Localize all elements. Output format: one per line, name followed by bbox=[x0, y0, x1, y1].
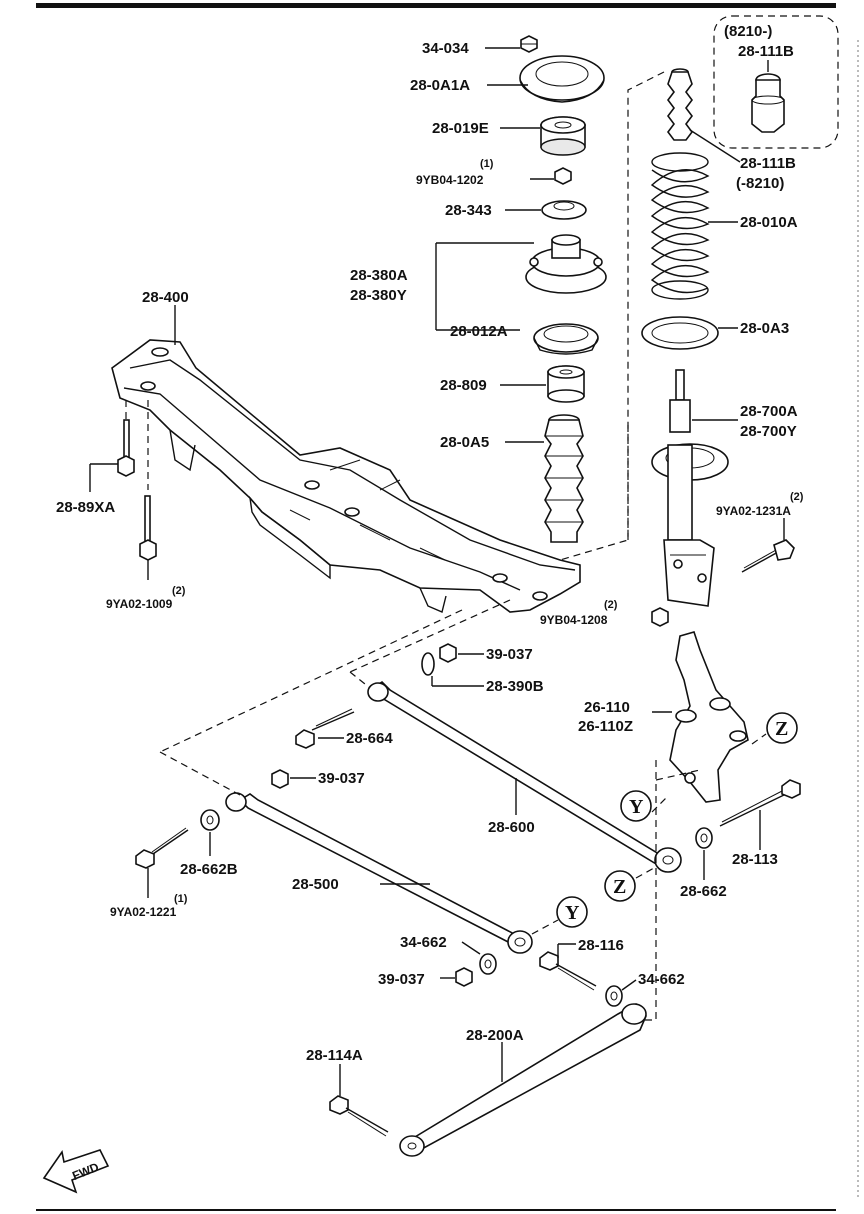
svg-text:Y: Y bbox=[565, 902, 580, 924]
label-28-390B: 28-390B bbox=[486, 678, 544, 695]
label-28-010A: 28-010A bbox=[740, 214, 798, 231]
label-28-343: 28-343 bbox=[445, 202, 492, 219]
label-28-114A: 28-114A bbox=[306, 1047, 363, 1064]
strut-mount-28-380A bbox=[525, 234, 607, 294]
label-34-662-a: 34-662 bbox=[400, 934, 447, 951]
label-28-809: 28-809 bbox=[440, 377, 487, 394]
fwd-arrow-icon: FWD bbox=[42, 1149, 110, 1194]
knuckle-26-110 bbox=[669, 631, 749, 803]
label-28-111B-range: (-8210) bbox=[736, 175, 784, 192]
nut-39-037-b bbox=[271, 769, 289, 789]
shock-absorber-28-700A bbox=[651, 369, 729, 607]
trailing-link-28-200A bbox=[399, 1002, 647, 1157]
dust-boot-28-0A5 bbox=[544, 414, 584, 543]
nut-9YB04-1208 bbox=[651, 607, 669, 627]
label-28-662B: 28-662B bbox=[180, 861, 238, 878]
washer-28-343 bbox=[541, 200, 587, 220]
bolt-28-664 bbox=[295, 708, 355, 749]
seat-28-012A bbox=[533, 323, 599, 355]
label-28-0A3: 28-0A3 bbox=[740, 320, 789, 337]
qty-9YA02-1231A: (2) bbox=[790, 491, 804, 503]
label-34-662-b: 34-662 bbox=[638, 971, 685, 988]
label-28-400: 28-400 bbox=[142, 289, 189, 306]
box-range-label: (8210-) bbox=[724, 23, 772, 40]
bump-stop-28-809 bbox=[547, 365, 585, 403]
label-28-380Y: 28-380Y bbox=[350, 287, 407, 304]
svg-text:Y: Y bbox=[629, 796, 644, 818]
top-border bbox=[36, 3, 836, 8]
label-26-110: 26-110 bbox=[584, 699, 630, 716]
coil-spring-28-010A bbox=[650, 152, 710, 300]
label-28-664: 28-664 bbox=[346, 730, 393, 747]
label-9YA02-1221: 9YA02-1221 bbox=[110, 905, 177, 919]
marker-y-upper: Y bbox=[620, 790, 652, 822]
label-28-116: 28-116 bbox=[578, 937, 624, 954]
nut-34-034 bbox=[520, 35, 538, 53]
label-28-0A1A: 28-0A1A bbox=[410, 77, 470, 94]
label-39-037-a: 39-037 bbox=[486, 646, 533, 663]
label-28-200A: 28-200A bbox=[466, 1027, 524, 1044]
label-9YA02-1231A: 9YA02-1231A bbox=[716, 504, 791, 518]
label-28-0A5: 28-0A5 bbox=[440, 434, 489, 451]
qty-9YB04-1208: (2) bbox=[604, 599, 618, 611]
label-28-111B: 28-111B bbox=[740, 155, 796, 172]
label-34-034: 34-034 bbox=[422, 40, 469, 57]
bushing-28-019E bbox=[540, 116, 586, 156]
label-28-019E: 28-019E bbox=[432, 120, 489, 137]
bolt-9YA02-1221 bbox=[135, 827, 189, 869]
qty-9YA02-1009: (2) bbox=[172, 585, 186, 597]
label-28-012A: 28-012A bbox=[450, 323, 508, 340]
mount-plate-28-0A1A bbox=[519, 55, 605, 103]
lateral-link-28-600 bbox=[367, 680, 682, 873]
qty-9YB04-1202: (1) bbox=[480, 158, 494, 170]
washer-28-390B bbox=[421, 652, 435, 676]
label-39-037-c: 39-037 bbox=[378, 971, 425, 988]
label-9YA02-1009: 9YA02-1009 bbox=[106, 597, 173, 611]
bushing-34-662-b bbox=[605, 985, 623, 1007]
label-39-037-b: 39-037 bbox=[318, 770, 365, 787]
label-28-662: 28-662 bbox=[680, 883, 727, 900]
bolt-9YA02-1009 bbox=[139, 495, 157, 561]
marker-z-lower: Z bbox=[604, 870, 636, 902]
spring-seat-28-0A3 bbox=[641, 316, 719, 350]
bolt-28-116 bbox=[539, 951, 597, 991]
alt-part-box: (8210-) 28-111B bbox=[713, 15, 839, 149]
nut-9YB04-1202 bbox=[554, 167, 572, 185]
svg-text:Z: Z bbox=[613, 876, 626, 898]
bolt-28-113 bbox=[719, 779, 801, 827]
bushing-34-662-a bbox=[479, 953, 497, 975]
bolt-28-114A bbox=[329, 1095, 389, 1137]
qty-9YA02-1221: (1) bbox=[174, 893, 188, 905]
label-9YB04-1208: 9YB04-1208 bbox=[540, 613, 608, 627]
label-28-380A: 28-380A bbox=[350, 267, 408, 284]
marker-y-lower: Y bbox=[556, 896, 588, 928]
label-28-500: 28-500 bbox=[292, 876, 339, 893]
label-28-700A: 28-700A bbox=[740, 403, 798, 420]
bolt-28-89XA bbox=[117, 419, 135, 477]
nut-39-037-c bbox=[455, 967, 473, 987]
label-28-700Y: 28-700Y bbox=[740, 423, 797, 440]
svg-text:Z: Z bbox=[775, 718, 788, 740]
washer-28-662 bbox=[695, 827, 713, 849]
label-28-113: 28-113 bbox=[732, 851, 778, 868]
lateral-link-28-500 bbox=[225, 792, 533, 954]
box-28-111B-label: 28-111B bbox=[738, 43, 794, 60]
label-28-89XA: 28-89XA bbox=[56, 499, 115, 516]
label-9YB04-1202: 9YB04-1202 bbox=[416, 173, 484, 187]
label-26-110Z: 26-110Z bbox=[578, 718, 633, 735]
crossmember-28-400 bbox=[111, 339, 581, 613]
nut-39-037-a bbox=[439, 643, 457, 663]
bolt-9YA02-1231A bbox=[741, 539, 795, 573]
label-28-600: 28-600 bbox=[488, 819, 535, 836]
bump-stop-28-111B bbox=[667, 68, 693, 141]
washer-28-662B bbox=[200, 809, 220, 831]
marker-z-upper: Z bbox=[766, 712, 798, 744]
